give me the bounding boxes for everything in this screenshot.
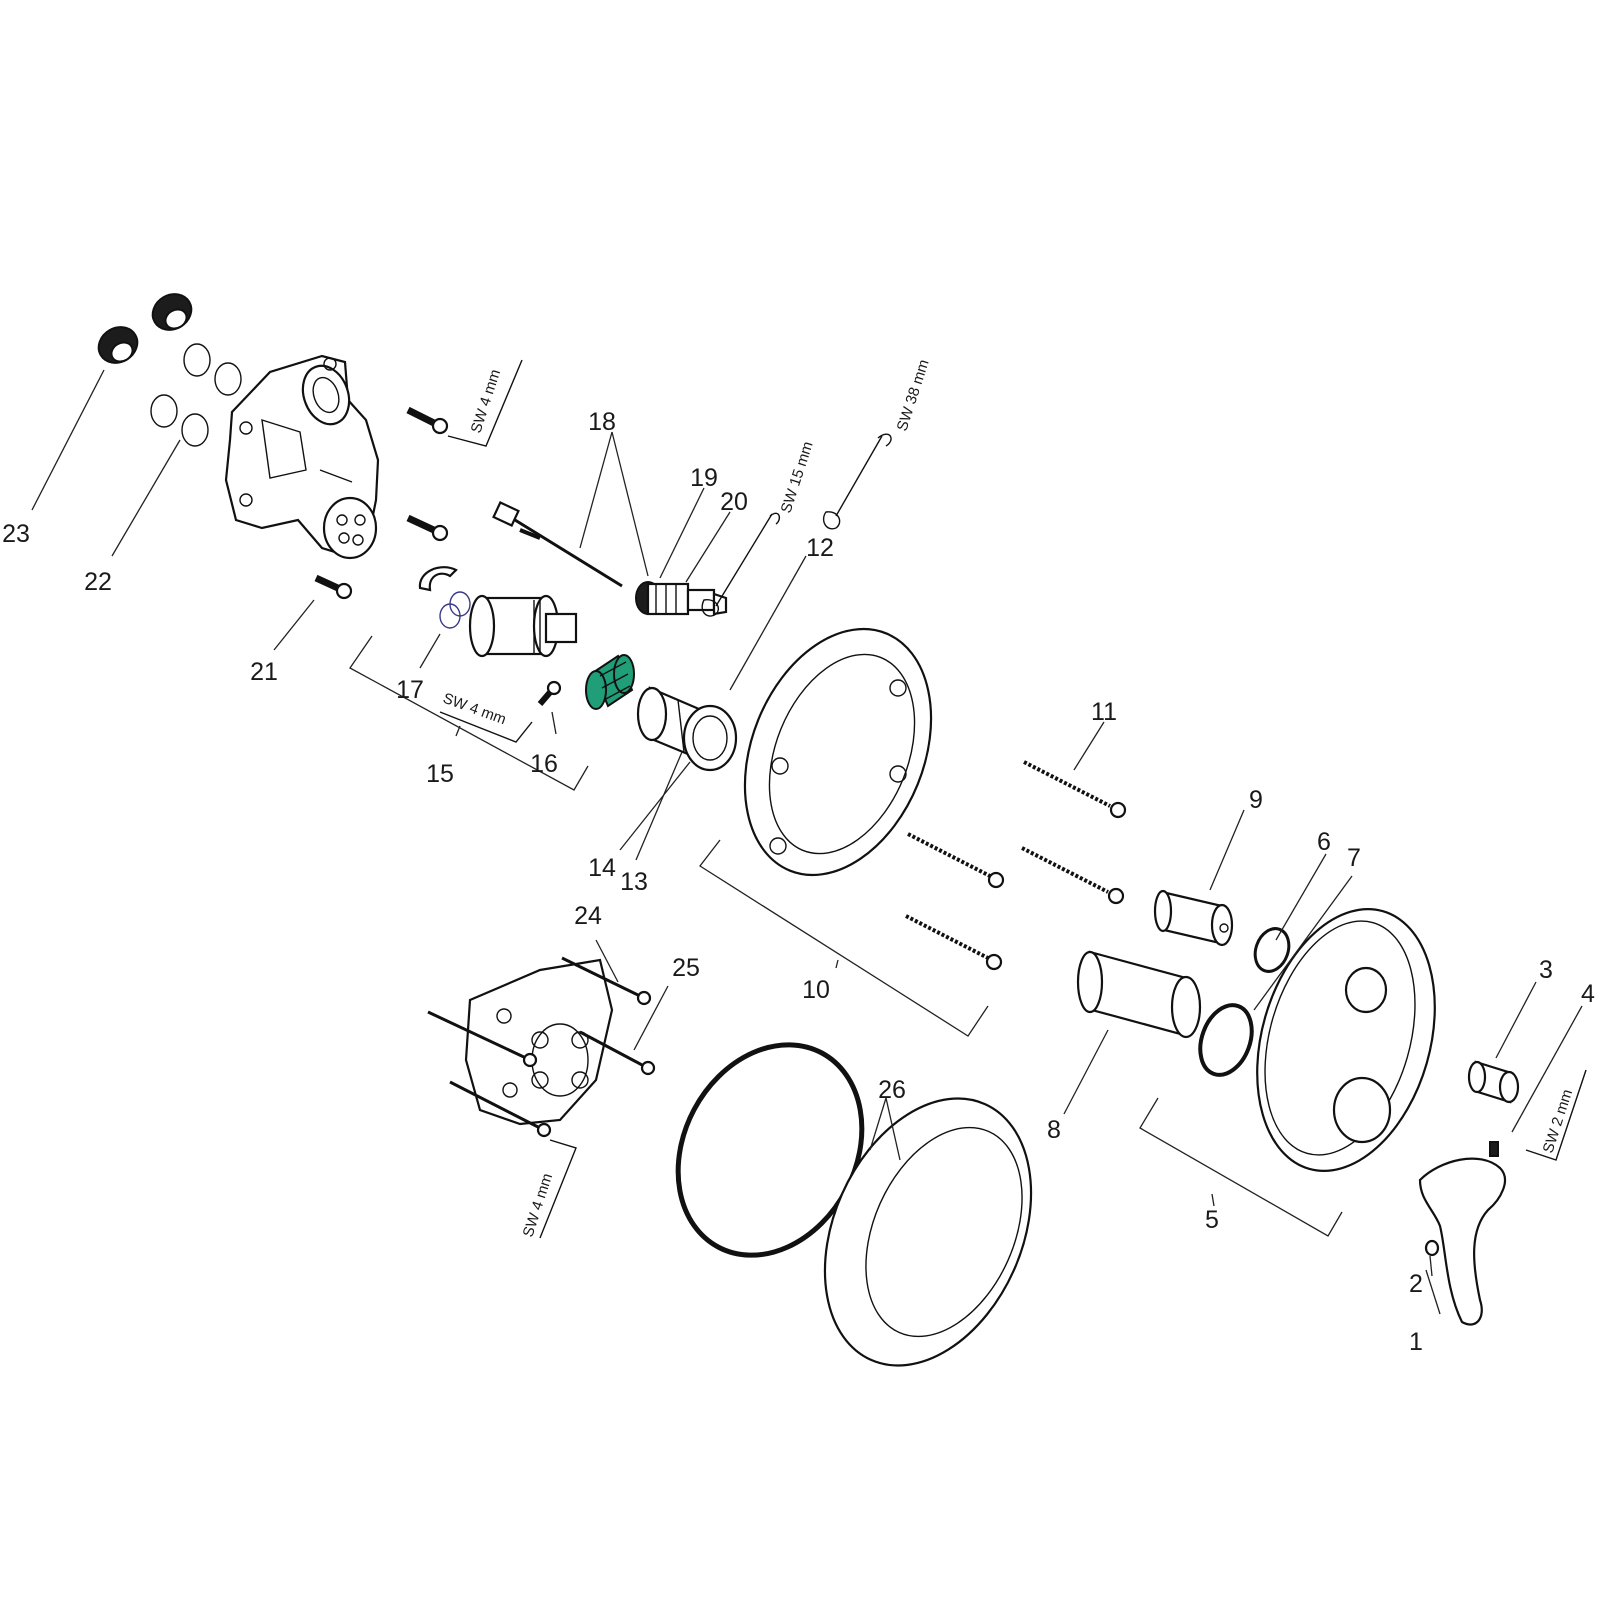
callout-8: 8	[1047, 1116, 1061, 1144]
part-4-grub-screw[interactable]	[1489, 1141, 1499, 1157]
part-19-20-cartridge[interactable]	[635, 581, 728, 616]
part-24-25-plate[interactable]	[427, 956, 656, 1138]
part-13-sleeve[interactable]	[636, 686, 738, 772]
part-16-screw[interactable]	[537, 680, 562, 706]
svg-text:SW 4 mm: SW 4 mm	[520, 1171, 557, 1239]
part-23-nut-b[interactable]	[146, 287, 198, 336]
callout-23: 23	[2, 520, 30, 548]
callout-17: 17	[396, 676, 424, 704]
callout-22: 22	[84, 568, 112, 596]
callout-5: 5	[1205, 1206, 1219, 1234]
callout-4: 4	[1581, 980, 1595, 1008]
part-1-lever-handle[interactable]	[1418, 1157, 1506, 1326]
callout-1: 1	[1409, 1328, 1423, 1356]
part-21-screw-b[interactable]	[406, 514, 449, 542]
callout-6: 6	[1317, 828, 1331, 856]
callout-20: 20	[720, 488, 748, 516]
callout-14: 14	[588, 854, 616, 882]
callout-3: 3	[1539, 956, 1553, 984]
callout-10: 10	[802, 976, 830, 1004]
part-9-knob[interactable]	[1153, 889, 1234, 947]
part-14-green-ring[interactable]	[585, 654, 635, 710]
part-11-screw-d[interactable]	[905, 914, 1003, 971]
part-base-body[interactable]	[224, 354, 380, 560]
callout-18: 18	[588, 408, 616, 436]
part-10-mounting-plate[interactable]	[710, 601, 965, 903]
part-6-ring[interactable]	[1249, 924, 1294, 976]
part-21-screw-c[interactable]	[314, 574, 353, 600]
part-23-nut-a[interactable]	[92, 320, 144, 369]
callout-24: 24	[574, 902, 602, 930]
callout-15: 15	[426, 760, 454, 788]
callout-numbers: 1 2 3 4 5 6 7 8 9 10 11 12 13 14 15 16 1…	[2, 408, 1595, 1356]
part-15-cartridge[interactable]	[468, 594, 578, 658]
tool-allen-key-sw4-mid: SW 4 mm	[439, 690, 533, 743]
part-3-knob[interactable]	[1467, 1060, 1520, 1104]
svg-text:SW 15 mm: SW 15 mm	[778, 439, 817, 515]
part-8-sleeve[interactable]	[1076, 950, 1202, 1039]
part-7-ring[interactable]	[1191, 998, 1261, 1082]
part-11-screw-c[interactable]	[907, 832, 1005, 889]
leader-lines	[31, 369, 1583, 1315]
callout-26: 26	[878, 1076, 906, 1104]
tool-wrench-sw38: SW 38 mm	[822, 357, 933, 530]
tool-allen-key-sw4-bottom: SW 4 mm	[520, 1139, 577, 1239]
callout-12: 12	[806, 534, 834, 562]
svg-text:SW 38 mm: SW 38 mm	[894, 357, 933, 433]
tool-allen-key-sw2: SW 2 mm	[1525, 1069, 1587, 1161]
part-11-screw-b[interactable]	[1021, 846, 1125, 905]
part-5-trim-plate[interactable]	[1228, 888, 1463, 1192]
part-2-screw[interactable]	[1424, 1239, 1440, 1257]
callout-19: 19	[690, 464, 718, 492]
part-11-screw-a[interactable]	[1023, 760, 1127, 819]
callout-21: 21	[250, 658, 278, 686]
svg-text:SW 4 mm: SW 4 mm	[468, 367, 505, 435]
svg-text:SW 2 mm: SW 2 mm	[1540, 1087, 1577, 1155]
part-22-o-rings[interactable]	[150, 343, 242, 447]
part-18-rod[interactable]	[492, 501, 623, 588]
callout-7: 7	[1347, 844, 1361, 872]
callout-13: 13	[620, 868, 648, 896]
tool-allen-key-sw4-top: SW 4 mm	[447, 359, 523, 447]
callout-11: 11	[1091, 698, 1117, 726]
callout-25: 25	[672, 954, 700, 982]
callout-9: 9	[1249, 786, 1263, 814]
part-26-cover-ring[interactable]	[785, 1066, 1071, 1398]
part-17-clip[interactable]	[418, 566, 471, 629]
callout-16: 16	[530, 750, 558, 778]
callout-2: 2	[1409, 1270, 1423, 1298]
part-21-screw-a[interactable]	[406, 406, 449, 435]
